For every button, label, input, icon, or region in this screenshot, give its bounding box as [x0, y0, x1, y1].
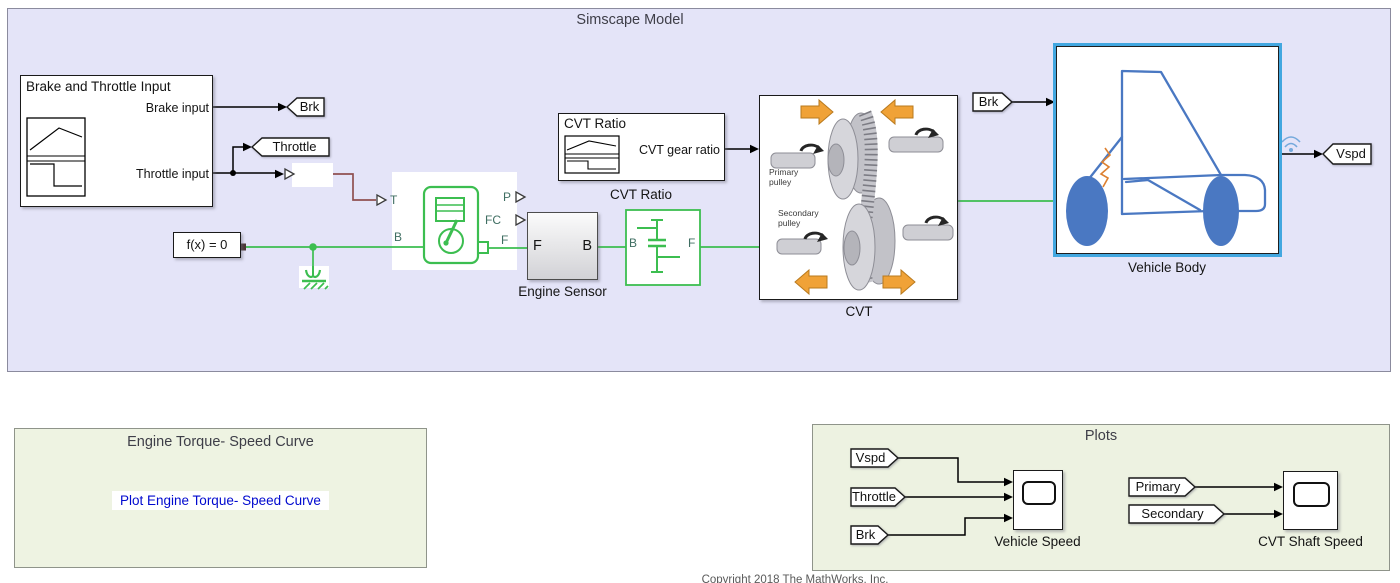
cvt-shaft-speed-scope[interactable]	[1283, 471, 1338, 530]
goto-tag-throttle[interactable]: Throttle	[250, 137, 330, 157]
goto-tag-throttle-label: Throttle	[272, 139, 317, 155]
from-tag-brk[interactable]: Brk	[850, 525, 890, 545]
engine-port-p-label: P	[503, 190, 512, 204]
pulley-force-arrows	[794, 98, 916, 296]
signal-plot-icon	[26, 117, 86, 197]
from-tag-secondary[interactable]: Secondary	[1128, 504, 1226, 524]
cvt-caption: CVT	[845, 304, 873, 319]
simscape-area-title: Simscape Model	[576, 12, 684, 28]
engine-sensor-port-f: F	[533, 238, 542, 254]
engine-port-fc-label: FC	[485, 213, 501, 227]
solver-label: f(x) = 0	[186, 237, 228, 252]
engine-port-f-label: F	[501, 233, 509, 247]
engine-sensor-caption: Engine Sensor	[518, 284, 607, 299]
engine-port-t-label: T	[390, 193, 398, 207]
signal-plot-icon	[564, 135, 620, 174]
goto-tag-brk[interactable]: Brk	[285, 97, 325, 117]
solver-configuration-block[interactable]: f(x) = 0	[173, 232, 241, 258]
scope-screen-icon	[1022, 481, 1056, 505]
plots-area-title: Plots	[1084, 428, 1118, 444]
engine-curve-title: Engine Torque- Speed Curve	[127, 434, 314, 450]
from-tag-brk-vehicle[interactable]: Brk	[972, 92, 1014, 112]
from-tag-throttle-label: Throttle	[851, 489, 897, 505]
vehicle-speed-caption: Vehicle Speed	[994, 534, 1081, 549]
cvt-pulley-image: Primary pulley Secondary pulley	[769, 98, 954, 296]
from-tag-secondary-label: Secondary	[1141, 506, 1204, 522]
from-tag-throttle[interactable]: Throttle	[850, 487, 907, 507]
primary-pulley-label: Primary	[769, 167, 799, 177]
cvt-ratio-caption: CVT Ratio	[609, 187, 673, 202]
brake-throttle-input-block[interactable]: Brake and Throttle Input Brake input Thr…	[20, 75, 213, 207]
brake-output-port-label: Brake input	[145, 101, 209, 115]
throttle-output-port-label: Throttle input	[136, 167, 209, 181]
from-tag-primary[interactable]: Primary	[1128, 477, 1197, 497]
from-tag-brk-label: Brk	[855, 527, 876, 543]
engine-sensor-port-b: B	[582, 238, 592, 254]
vehicle-speed-scope[interactable]	[1013, 470, 1063, 530]
primary-pulley-label2: pulley	[769, 177, 792, 187]
cvt-block[interactable]: Primary pulley Secondary pulley	[759, 95, 958, 300]
engine-port-b-label: B	[394, 230, 403, 244]
from-tag-vspd-label: Vspd	[855, 450, 886, 466]
brake-throttle-title: Brake and Throttle Input	[26, 79, 171, 94]
from-tag-primary-label: Primary	[1135, 479, 1181, 495]
goto-tag-vspd[interactable]: Vspd	[1322, 143, 1372, 165]
gear-port-f-label: F	[688, 236, 696, 250]
cvt-gear-ratio-port-label: CVT gear ratio	[638, 143, 720, 157]
from-tag-brk-vehicle-label: Brk	[978, 94, 999, 110]
secondary-pulley-label2: pulley	[778, 218, 801, 228]
secondary-pulley-label: Secondary	[778, 208, 819, 218]
engine-sensor-block[interactable]: F B	[527, 212, 598, 280]
vehicle-body-block[interactable]	[1053, 43, 1282, 257]
plot-engine-curve-link[interactable]: Plot Engine Torque- Speed Curve	[112, 491, 329, 510]
cvt-ratio-block[interactable]: CVT Ratio CVT gear ratio	[558, 113, 725, 181]
vehicle-body-image	[1066, 69, 1267, 246]
goto-tag-vspd-label: Vspd	[1336, 146, 1366, 162]
vehicle-body-inner-border	[1056, 46, 1279, 254]
scope-screen-icon	[1293, 482, 1330, 507]
from-tag-vspd[interactable]: Vspd	[850, 448, 900, 468]
suspension-spring	[1099, 147, 1112, 188]
gear-port-b-label: B	[629, 236, 638, 250]
copyright-text: Copyright 2018 The MathWorks, Inc.	[701, 574, 889, 583]
goto-tag-brk-label: Brk	[299, 99, 320, 115]
cvt-ratio-title: CVT Ratio	[564, 116, 627, 131]
vehicle-body-caption: Vehicle Body	[1127, 260, 1207, 275]
cvt-shaft-speed-caption: CVT Shaft Speed	[1258, 534, 1363, 549]
